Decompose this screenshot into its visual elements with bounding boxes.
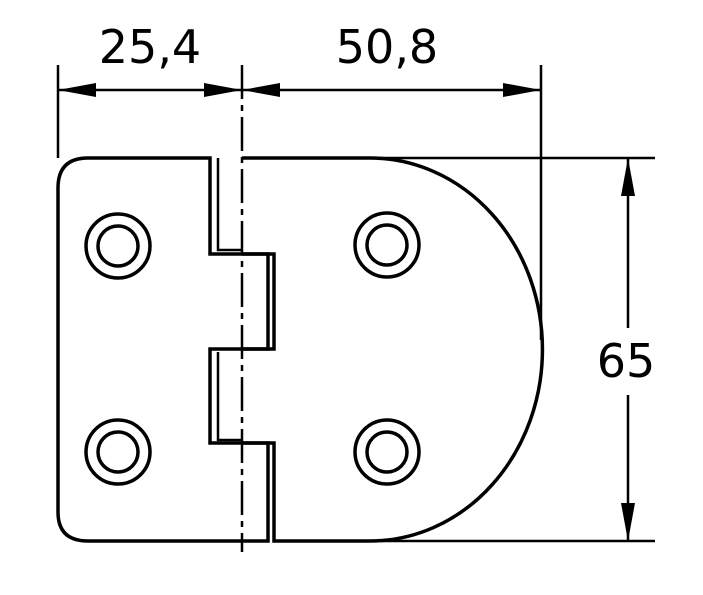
left-knuckle-inner <box>216 158 242 442</box>
right-leaf-outline <box>242 156 545 543</box>
right-leaf-knuckle <box>242 252 276 351</box>
mounting-hole-bottom-left <box>84 418 152 486</box>
dimension-label-left-width: 25,4 <box>99 20 201 74</box>
dimension-right-width <box>242 83 541 97</box>
dimension-height <box>370 156 655 543</box>
mounting-hole-top-left <box>84 212 152 280</box>
mounting-hole-top-right <box>353 211 421 279</box>
dimension-label-right-width: 50,8 <box>336 20 438 74</box>
dimension-label-height: 65 <box>597 334 656 388</box>
left-leaf-outline <box>56 156 270 543</box>
dimension-left-width <box>58 83 242 97</box>
mounting-hole-bottom-right <box>353 418 421 486</box>
